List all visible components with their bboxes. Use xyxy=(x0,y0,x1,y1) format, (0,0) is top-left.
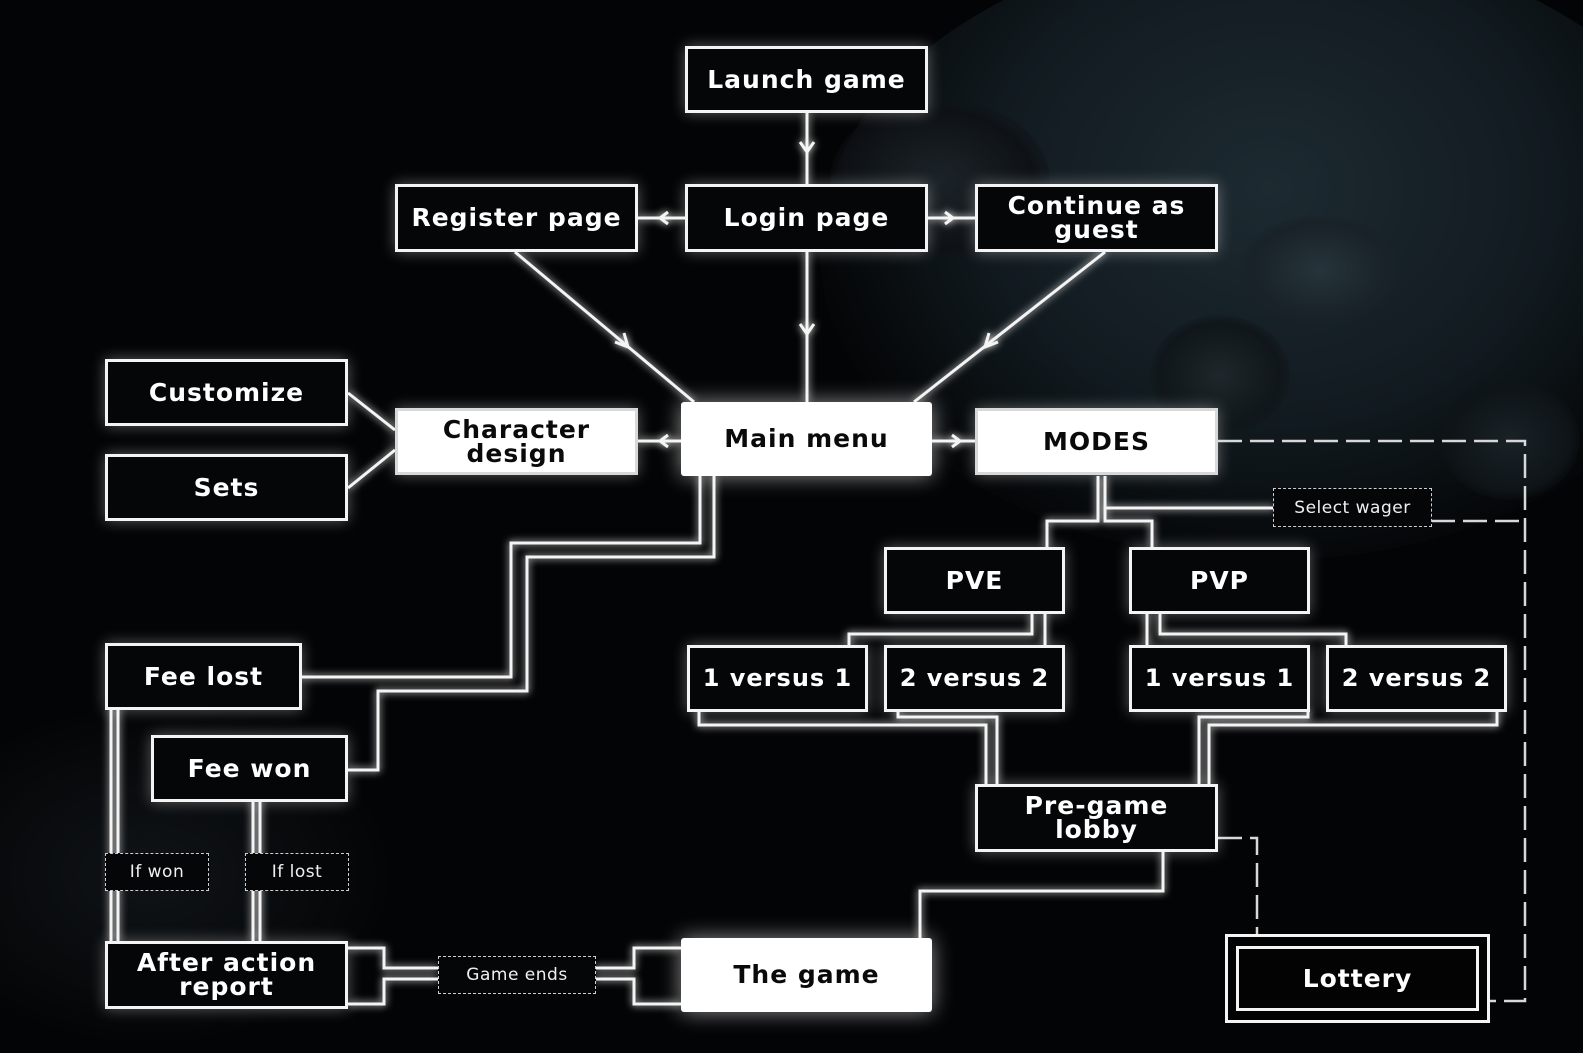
arrowhead-icon xyxy=(614,332,631,350)
node-pve[interactable]: PVE xyxy=(884,547,1065,614)
edge-game-gameends-bottom xyxy=(595,977,681,1006)
edge-modes-pve xyxy=(1045,476,1100,548)
node-register-page[interactable]: Register page xyxy=(395,184,638,252)
node-character-design[interactable]: Character design xyxy=(395,408,638,475)
node-pregame-lobby[interactable]: Pre-game lobby xyxy=(975,784,1218,852)
edge-pve1v1-lobby xyxy=(697,710,988,785)
node-the-game[interactable]: The game xyxy=(681,938,932,1012)
node-customize[interactable]: Customize xyxy=(105,359,348,426)
node-main-menu[interactable]: Main menu xyxy=(681,402,932,476)
node-modes[interactable]: MODES xyxy=(975,408,1218,475)
edge-label-select-wager: Select wager xyxy=(1273,488,1432,527)
node-login-page[interactable]: Login page xyxy=(685,184,928,252)
edge-register-main xyxy=(514,250,695,404)
edge-pve-1v1 xyxy=(847,613,1034,646)
edge-label-if-lost: If lost xyxy=(245,853,349,891)
edge-gameends-aar-top xyxy=(348,946,438,970)
node-pve-1v1[interactable]: 1 versus 1 xyxy=(687,645,868,712)
node-launch-game[interactable]: Launch game xyxy=(685,46,928,113)
edge-modes-lottery-dashed xyxy=(1218,439,1527,1003)
arrowhead-icon xyxy=(798,141,816,155)
edge-character-customize xyxy=(347,391,396,432)
edge-pve2v2-lobby xyxy=(896,710,999,785)
arrowhead-icon xyxy=(982,332,999,350)
edge-feewon-main xyxy=(348,476,716,772)
node-pve-2v2[interactable]: 2 versus 2 xyxy=(884,645,1065,712)
edge-game-gameends-top xyxy=(595,946,681,970)
arrowhead-icon xyxy=(944,210,956,226)
node-fee-won[interactable]: Fee won xyxy=(151,735,348,802)
node-after-action-report[interactable]: After action report xyxy=(105,941,348,1009)
node-fee-lost[interactable]: Fee lost xyxy=(105,643,302,710)
arrowhead-icon xyxy=(657,433,669,449)
edge-character-sets xyxy=(347,448,396,490)
edge-gameends-aar-bottom xyxy=(348,977,438,1006)
node-lottery[interactable]: Lottery xyxy=(1225,934,1490,1023)
edge-modes-pvp xyxy=(1103,476,1154,548)
arrowhead-icon xyxy=(951,433,963,449)
edge-lobby-lottery-dashed xyxy=(1218,836,1259,934)
arrowhead-icon xyxy=(657,210,669,226)
edge-pvp1v1-lobby xyxy=(1197,710,1310,785)
edge-guest-main xyxy=(913,250,1106,404)
node-pvp-1v1[interactable]: 1 versus 1 xyxy=(1129,645,1310,712)
node-pvp[interactable]: PVP xyxy=(1129,547,1310,614)
edge-label-game-ends: Game ends xyxy=(438,956,596,994)
edge-label-if-won: If won xyxy=(105,853,209,891)
node-continue-as-guest[interactable]: Continue as guest xyxy=(975,184,1218,252)
edge-pvp-2v2 xyxy=(1158,613,1348,646)
edge-feelost-main xyxy=(301,476,702,679)
arrowhead-icon xyxy=(798,323,816,337)
node-pvp-2v2[interactable]: 2 versus 2 xyxy=(1326,645,1507,712)
edge-lobby-game xyxy=(918,851,1165,940)
node-sets[interactable]: Sets xyxy=(105,454,348,521)
edge-pvp2v2-lobby xyxy=(1207,710,1499,785)
node-lottery-inner: Lottery xyxy=(1236,946,1479,1011)
